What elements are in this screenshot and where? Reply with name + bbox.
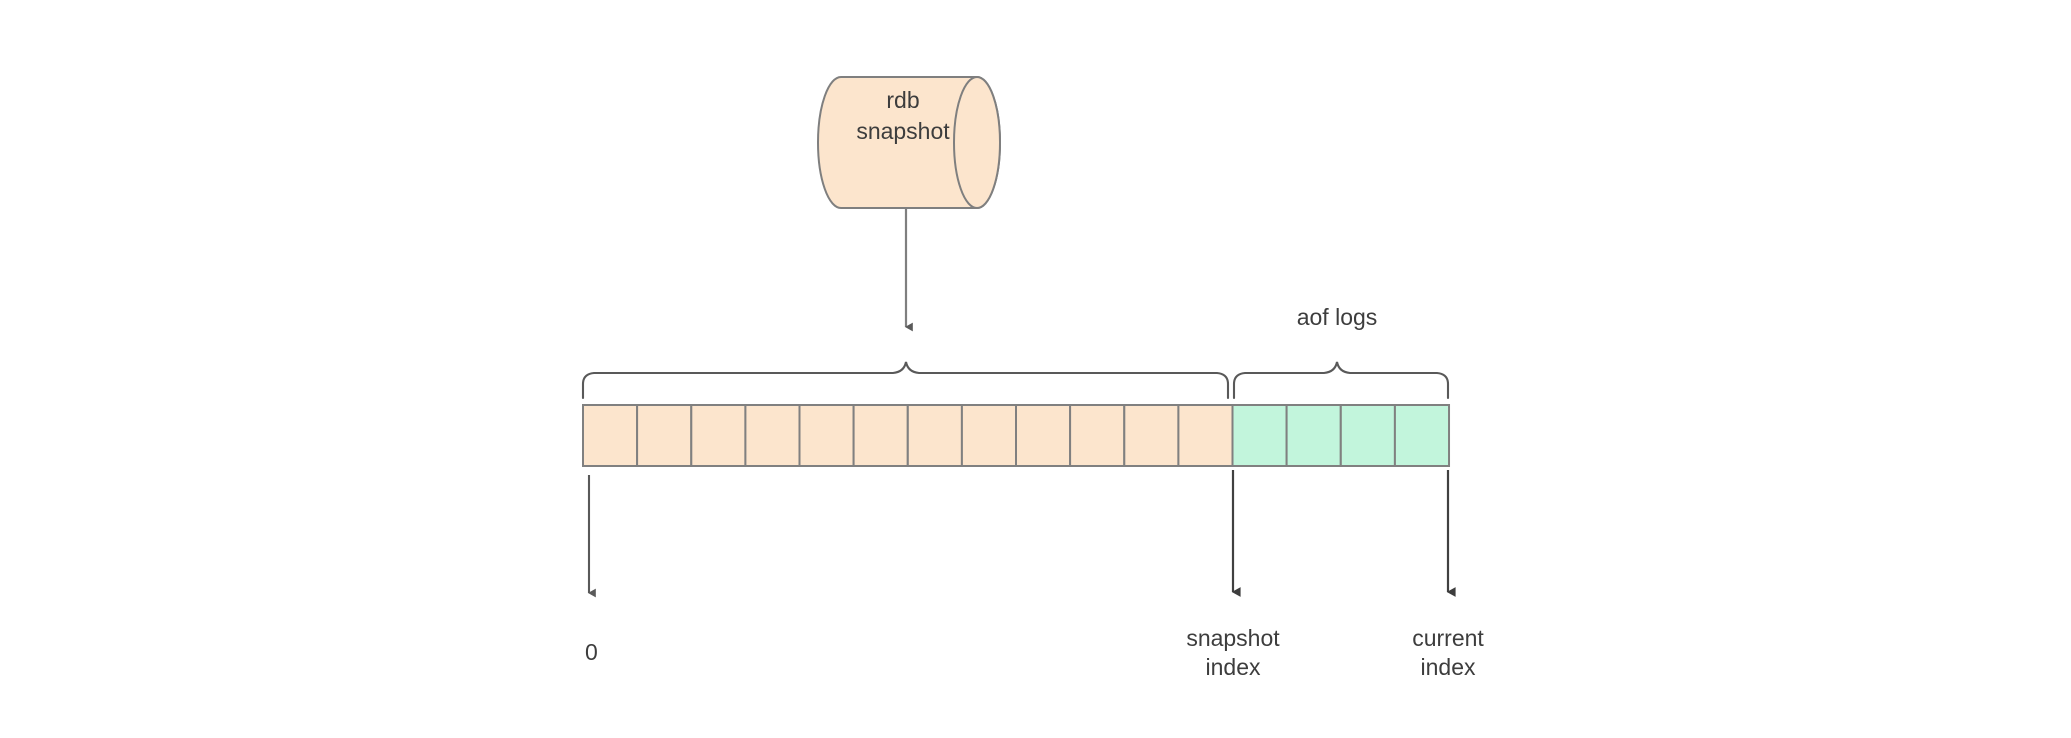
buffer-cell-snapshot[interactable] [960, 404, 1018, 467]
buffer-cell-aof[interactable] [1393, 404, 1451, 467]
snapshot-index-label-line2: index [1206, 654, 1261, 680]
snapshot-brace-path [581, 361, 1230, 400]
buffer-cell-snapshot[interactable] [636, 404, 693, 467]
buffer-cell-snapshot[interactable] [1069, 404, 1126, 467]
buffer-cell-snapshot[interactable] [582, 404, 639, 467]
cylinder-end-ellipse [953, 76, 1001, 209]
buffer-cell-snapshot[interactable] [1177, 404, 1234, 467]
snapshot-index-label-line1: snapshot [1186, 625, 1280, 651]
zero-index-label: 0 [585, 639, 598, 665]
rdb-snapshot-label-line1: rdb [886, 87, 919, 113]
buffer-cell-snapshot[interactable] [852, 404, 909, 467]
buffer-cell-aof[interactable] [1339, 404, 1396, 467]
buffer-cell-snapshot[interactable] [906, 404, 963, 467]
buffer-cell-aof[interactable] [1231, 404, 1288, 467]
buffer-cell-snapshot[interactable] [1015, 404, 1072, 467]
snapshot-region-brace [581, 361, 1230, 400]
current-index-label-line1: current [1412, 625, 1484, 651]
aof-brace-path [1232, 361, 1450, 400]
snapshot-index-marker: snapshot index [1186, 470, 1280, 680]
rdb-snapshot-label-line2: snapshot [856, 118, 950, 144]
aof-logs-brace: aof logs [1232, 304, 1450, 400]
rdb-snapshot-node[interactable]: rdb snapshot [817, 76, 1001, 209]
buffer-track [582, 404, 1451, 467]
current-index-label-line2: index [1421, 654, 1476, 680]
buffer-cell-snapshot[interactable] [744, 404, 801, 467]
buffer-cell-aof[interactable] [1285, 404, 1342, 467]
buffer-cell-snapshot[interactable] [798, 404, 855, 467]
buffer-cell-snapshot[interactable] [690, 404, 747, 467]
aof-logs-label: aof logs [1297, 304, 1378, 330]
current-index-marker: current index [1412, 470, 1484, 680]
zero-index-marker: 0 [585, 475, 598, 665]
buffer-cell-snapshot[interactable] [1123, 404, 1180, 467]
